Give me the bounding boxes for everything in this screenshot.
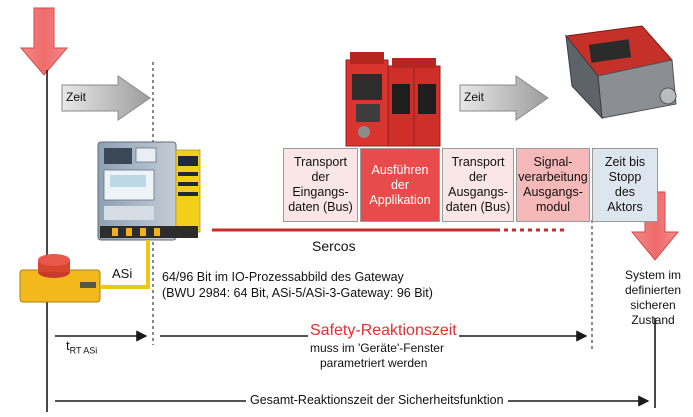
safe-state-line4: Zustand bbox=[631, 313, 675, 327]
stage-output-transport: Transport der Ausgangs- daten (Bus) bbox=[442, 148, 514, 222]
stage-input-transport: Transport der Eingangs- daten (Bus) bbox=[283, 148, 358, 222]
safe-state-line1: System im bbox=[624, 268, 681, 282]
time-label-1: Zeit bbox=[66, 90, 87, 104]
trt-subscript: RT ASi bbox=[69, 345, 98, 356]
total-reaction-label: Gesamt-Reaktionszeit der Sicherheitsfunk… bbox=[246, 393, 508, 407]
time-arrow-2 bbox=[459, 75, 549, 121]
safety-controller-device-image bbox=[345, 52, 441, 147]
stage-actuator-stop-time: Zeit bis Stopp des Aktors bbox=[592, 148, 658, 222]
input-signal-arrow bbox=[19, 7, 69, 76]
time-arrow-1 bbox=[61, 75, 151, 121]
safety-reaction-note1: muss im 'Geräte'-Fenster bbox=[310, 341, 444, 355]
stage-execute-application: Ausführen der Applikation bbox=[360, 148, 440, 222]
trt-asi-label: tRT ASi bbox=[66, 338, 97, 356]
safe-state-line3: sicheren bbox=[630, 298, 676, 312]
stage-output-module-processing: Signal- verarbeitung Ausgangs- modul bbox=[516, 148, 590, 222]
asi-gateway-device-image bbox=[97, 141, 201, 241]
safe-state-label: System im definierten sicheren Zustand bbox=[614, 268, 692, 328]
safety-reaction-note2: parametriert werden bbox=[320, 356, 428, 370]
emergency-stop-button-image bbox=[19, 254, 101, 303]
gateway-info-line2: (BWU 2984: 64 Bit, ASi-5/ASi-3-Gateway: … bbox=[162, 286, 433, 300]
trt-main: t bbox=[66, 338, 70, 353]
time-label-2: Zeit bbox=[464, 90, 485, 104]
asi-cable bbox=[100, 240, 150, 289]
safety-reaction-title: Safety-Reaktionszeit bbox=[308, 322, 459, 340]
output-actuator-arrow bbox=[630, 191, 680, 261]
sercos-label: Sercos bbox=[312, 238, 356, 254]
gateway-info-line1: 64/96 Bit im IO-Prozessabbild des Gatewa… bbox=[162, 270, 404, 284]
motor-actuator-device-image bbox=[565, 25, 677, 120]
asi-label: ASi bbox=[112, 266, 133, 281]
safe-state-line2: definierten bbox=[624, 283, 682, 297]
